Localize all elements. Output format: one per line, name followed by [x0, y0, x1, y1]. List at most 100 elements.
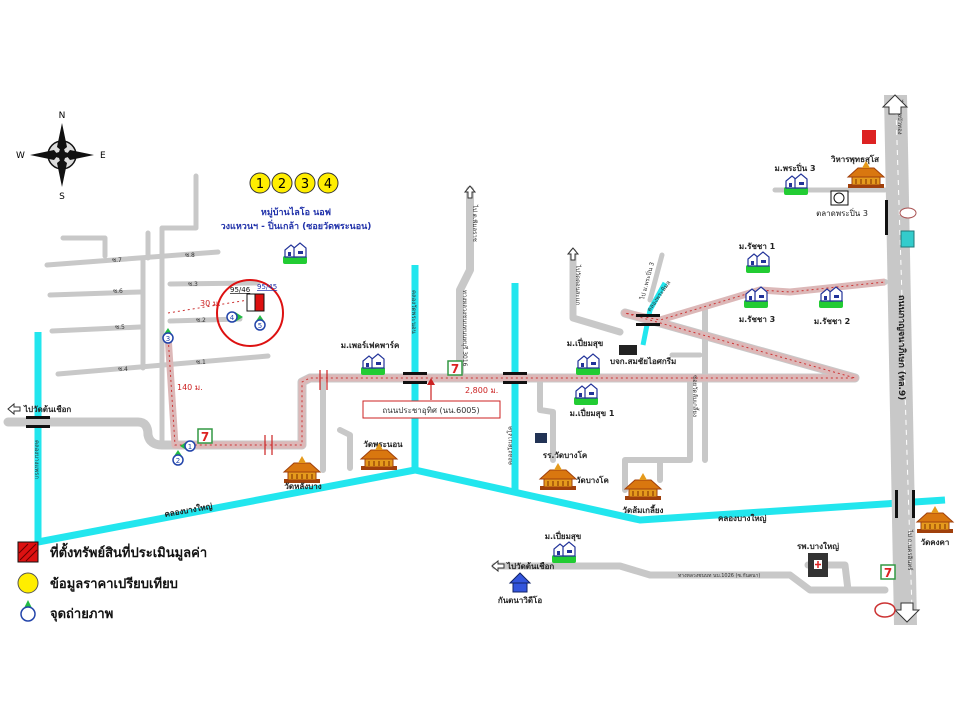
wat-phra-non-label: วัดพระนอน: [363, 440, 403, 449]
photo-points: 1 2 3 4 5: [162, 311, 266, 466]
canal-left-label: คลองบางแพรก: [33, 440, 40, 479]
legend-comparable-label: ข้อมูลราคาเปรียบเทียบ: [50, 576, 178, 592]
arrow-up-icon: [566, 247, 580, 261]
compass-w: W: [16, 151, 25, 161]
project-name: หมู่บ้านไลโอ นอฟ: [261, 206, 331, 218]
main-road-label-box: [362, 400, 501, 419]
seven-eleven-icon: [197, 428, 213, 445]
arrow-left-icon: [491, 559, 505, 573]
temple-icon: [539, 462, 577, 491]
main-roads: [3, 95, 917, 625]
market-label: ตลาดพระปิ่น 3: [816, 207, 868, 218]
soi-1-label: ซ.1: [196, 359, 206, 366]
school-label: รร.วัดบางโค: [543, 450, 587, 460]
soi-5-label: ซ.5: [115, 324, 125, 331]
rural-road-3016-label: ทางหลวงชนบทนนทบุรี 3016: [461, 290, 469, 367]
mcdonalds-icon: [862, 130, 876, 144]
building-icon: [508, 572, 532, 593]
railway-crossing-icon: [264, 370, 328, 455]
plot-95-46: 95/46: [230, 286, 251, 294]
village-icon: [551, 541, 577, 564]
photo-point-3: 3: [166, 335, 170, 343]
project-location: วงแหวนฯ - ปิ่นเกล้า (ซอยวัดพระนอน): [221, 219, 372, 232]
factory-icon: [619, 345, 637, 355]
compass-s: S: [59, 192, 65, 202]
kantana-label: กันตนาวิดีโอ: [498, 595, 542, 605]
photo-point-2: 2: [176, 457, 180, 465]
wat-som-road-label: ซอยวัดส้มเกลี้ยง: [691, 375, 701, 417]
soi-roads: [44, 173, 271, 448]
subject-area: 95/46 95/45: [216, 279, 284, 347]
temple-icon: [624, 472, 662, 501]
plot-95-45: 95/45: [257, 283, 277, 291]
highway-9: [884, 95, 917, 625]
piam-suk-1-label: ม.เปี่ยมสุข 1: [570, 407, 615, 419]
school-icon: [535, 433, 547, 443]
photo-point-5: 5: [258, 322, 262, 330]
ratcha-1-label: ม.รัชชา 1: [739, 242, 776, 251]
soi-3-label: ซ.3: [188, 281, 198, 288]
to-wat-ton-chueak-label: ไปวัดต้นเชือก: [23, 404, 71, 414]
comparable-markers: 1 2 3 4: [249, 172, 339, 194]
to-bang-bua-thong-label: ไปบางบัวทอง: [896, 99, 904, 135]
wat-khongkha-label: วัดคงคา: [921, 538, 950, 547]
comparable-2: 2: [278, 177, 286, 192]
arrow-left-icon: [7, 402, 21, 416]
wat-lang-bang-label: วัดหลังบาง: [284, 482, 321, 491]
village-icon: [360, 353, 386, 376]
legend-photo-label: จุดถ่ายภาพ: [50, 607, 113, 622]
village-icon: [575, 353, 601, 376]
ratcha-3-label: ม.รัชชา 3: [739, 315, 775, 324]
to-phimonrat-label: ไป ต.พิมลราช: [471, 204, 479, 242]
canal-bang-yai: [37, 466, 946, 546]
temple-icon: [916, 505, 954, 534]
comparable-4: 4: [324, 177, 332, 192]
piam-suk-label: ม.เปี่ยมสุข: [567, 337, 603, 349]
arrow-up-icon: [463, 185, 477, 199]
canals: [34, 265, 946, 546]
temple-icon: [283, 455, 321, 484]
route-line: [164, 278, 886, 449]
main-road-label: ถนนประชาอุทิศ (นน.6005): [382, 406, 479, 415]
distance-140m: 140 ม.: [177, 383, 203, 392]
wat-bang-kho-label: วัดบางโค: [576, 475, 609, 485]
legend-comparable-icon: [17, 572, 39, 594]
soi-4-label: ซ.4: [118, 366, 128, 373]
piam-suk-south-label: ม.เปี่ยมสุข: [545, 530, 581, 542]
seven-eleven-icon: [880, 564, 896, 581]
seven-eleven-icon: [447, 360, 463, 377]
canal-bang-yai-label-2: คลองบางใหญ่: [718, 513, 767, 524]
ptt-icon: [900, 230, 915, 248]
compass-n: N: [59, 111, 66, 121]
soi-7-label: ซ.7: [112, 257, 122, 264]
canal-bang-yai-label: คลองบางใหญ่: [164, 501, 214, 520]
soi-2-label: ซ.2: [196, 317, 206, 324]
to-wat-ton-chueak-label-2: ไปวัดต้นเชือก: [506, 561, 554, 571]
comparable-1: 1: [256, 177, 264, 192]
nissan-icon: [899, 207, 917, 219]
legend-photo-icon: [20, 600, 36, 622]
canal-right: [640, 281, 668, 346]
ice-cream-factory-label: บจก.สมชัยไอศกรีม: [610, 356, 676, 366]
ratcha-2-label: ม.รัชชา 2: [814, 317, 850, 326]
perfect-park-label: ม.เพอร์เฟคพาร์ค: [341, 340, 400, 350]
wat-som-kliang-label: วัดส้มเกลี้ยง: [623, 504, 664, 515]
to-wat-sanae-label: ไปวัดตอนสะแก: [574, 264, 582, 305]
photo-point-4: 4: [230, 314, 235, 322]
compass-rose: N S E W: [16, 111, 106, 202]
subject-property: [254, 293, 265, 312]
hospital-label: รพ.บางใหญ่: [797, 541, 839, 552]
village-icon: [745, 251, 771, 274]
wihan-label: วิหารพุทธสุโส: [830, 154, 879, 165]
legend-subject-label: ที่ตั้งทรัพย์สินที่ประเมินมูลค่า: [50, 542, 207, 561]
phra-pin-3-label: ม.พระปิ่น 3: [774, 162, 815, 173]
canal-wat-bang-kho-label: คลองวัดบางโค: [506, 426, 514, 465]
arrow-up-icon: [881, 94, 909, 115]
photo-point-1: 1: [188, 443, 192, 451]
compass-e: E: [100, 151, 106, 161]
toyota-icon: [874, 602, 896, 618]
rural-road-1026-label: ทางหลวงชนบท นบ.1026 (ซ.กันตนา): [678, 573, 760, 579]
legend: ที่ตั้งทรัพย์สินที่ประเมินมูลค่า ข้อมูลร…: [17, 541, 207, 622]
